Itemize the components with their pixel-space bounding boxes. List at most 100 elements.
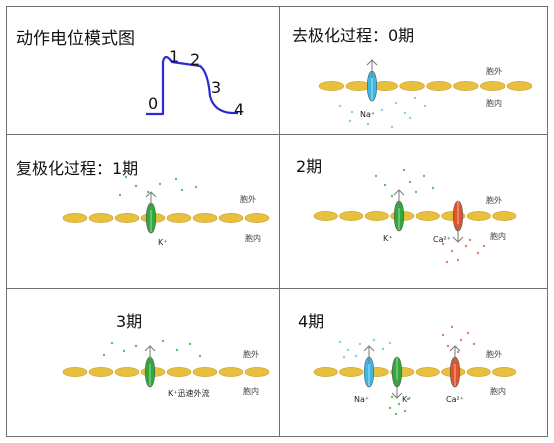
- ion-dot: [383, 183, 387, 187]
- ion-dot: [188, 342, 192, 346]
- flux-arrow-head: [145, 191, 157, 198]
- ion-dot: [198, 354, 202, 358]
- ion-dot: [390, 125, 394, 129]
- ion-dot: [134, 184, 138, 188]
- ca-ion-dots: [441, 325, 476, 354]
- panel-phase-1: 复极化过程：1期 胞外 胞内 K⁺: [16, 159, 270, 247]
- lipid-segment: [364, 211, 389, 221]
- lipid-segment: [466, 367, 491, 377]
- extracellular-label: 胞外: [486, 349, 502, 359]
- ion-dot: [194, 185, 198, 189]
- panel-phase-4: 4期 胞外 胞内 Na⁺ K⁺ Ca²⁺: [298, 312, 517, 416]
- ion-dot: [346, 348, 350, 352]
- k-ion-dots: [102, 339, 202, 359]
- ion-dot: [338, 340, 342, 344]
- ion-dot: [102, 353, 106, 357]
- ion-dot: [146, 190, 150, 194]
- ion-dot: [388, 341, 392, 345]
- flux-arrow-head: [366, 59, 378, 66]
- ion-dot: [342, 355, 346, 359]
- lipid-segment: [166, 213, 192, 223]
- ion-dot: [459, 338, 463, 342]
- ion-dot: [446, 344, 450, 348]
- ion-dot: [374, 174, 378, 178]
- phase-label-0: 0: [148, 94, 158, 113]
- ion-dot: [406, 397, 410, 401]
- lipid-segment: [88, 213, 114, 223]
- ion-dot: [403, 111, 407, 115]
- lipid-segment: [166, 367, 192, 377]
- panel-phase-3: 3期 胞外 胞内 K⁺迅速外流: [62, 312, 270, 398]
- na-channel: [366, 59, 378, 102]
- lipid-segment: [62, 367, 88, 377]
- ion-dot: [180, 188, 184, 192]
- ion-dot: [358, 342, 362, 346]
- ion-dot: [413, 96, 417, 100]
- phase-label-2: 2: [190, 50, 200, 69]
- k-channel: [391, 356, 403, 399]
- ion-dot: [464, 244, 468, 248]
- extracellular-label: 胞外: [486, 195, 502, 205]
- ion-dot: [441, 333, 445, 337]
- phase-label-1: 1: [169, 47, 179, 66]
- ca-ion-label: Ca²⁺: [433, 235, 451, 244]
- panel-4-title: 2期: [296, 157, 322, 176]
- intracellular-label: 胞内: [486, 98, 502, 108]
- ion-dot: [466, 331, 470, 335]
- ion-dot: [390, 395, 394, 399]
- lipid-segment: [339, 211, 364, 221]
- lipid-segment: [415, 367, 440, 377]
- ion-dot: [175, 348, 179, 352]
- na-ion-label: Na⁺: [360, 110, 375, 119]
- panel-6-title: 4期: [298, 312, 324, 331]
- ion-dot: [366, 122, 370, 126]
- lipid-segment: [218, 213, 244, 223]
- lipid-segment: [506, 81, 533, 91]
- ion-dot: [402, 168, 406, 172]
- flux-arrow-head: [144, 345, 156, 352]
- k-channel: [393, 189, 405, 232]
- panel-3-title: 复极化过程：1期: [16, 159, 138, 178]
- flux-arrow-head: [391, 392, 403, 399]
- extracellular-label: 胞外: [243, 349, 259, 359]
- cell-membrane: [313, 367, 517, 377]
- intracellular-label: 胞内: [490, 231, 506, 241]
- extracellular-label: 胞外: [240, 194, 256, 204]
- panel-grid: [6, 6, 548, 437]
- phase-label-3: 3: [211, 78, 221, 97]
- k-ion-dots: [388, 395, 410, 416]
- lipid-segment: [492, 211, 517, 221]
- ion-dot: [423, 104, 427, 108]
- lipid-segment: [318, 81, 345, 91]
- ion-dot: [348, 119, 352, 123]
- ion-dot: [158, 182, 162, 186]
- k-ion-label: K⁺: [158, 238, 167, 247]
- ion-dot: [372, 338, 376, 342]
- cell-membrane: [313, 211, 517, 221]
- ion-dot: [174, 177, 178, 181]
- flux-arrow-head: [452, 236, 464, 243]
- ca-ion-dots: [441, 238, 486, 264]
- lipid-segment: [244, 367, 270, 377]
- ion-dot: [394, 412, 398, 416]
- lipid-segment: [415, 211, 440, 221]
- flux-arrow-head: [393, 189, 405, 196]
- ion-dot: [124, 175, 128, 179]
- ion-dot: [476, 251, 480, 255]
- intracellular-label: 胞内: [245, 233, 261, 243]
- ion-dot: [338, 104, 342, 108]
- ion-dot: [472, 342, 476, 346]
- k-ion-dots: [374, 168, 435, 198]
- k-ion-dots: [118, 175, 198, 197]
- panel-1-title: 动作电位模式图: [16, 29, 135, 49]
- lipid-segment: [426, 81, 452, 91]
- ion-dot: [450, 325, 454, 329]
- panel-2-title: 去极化过程：0期: [292, 26, 414, 45]
- lipid-segment: [114, 213, 140, 223]
- ion-dot: [450, 249, 454, 253]
- ion-dot: [482, 244, 486, 248]
- lipid-segment: [313, 211, 338, 221]
- lipid-segment: [192, 367, 218, 377]
- lipid-segment: [339, 367, 364, 377]
